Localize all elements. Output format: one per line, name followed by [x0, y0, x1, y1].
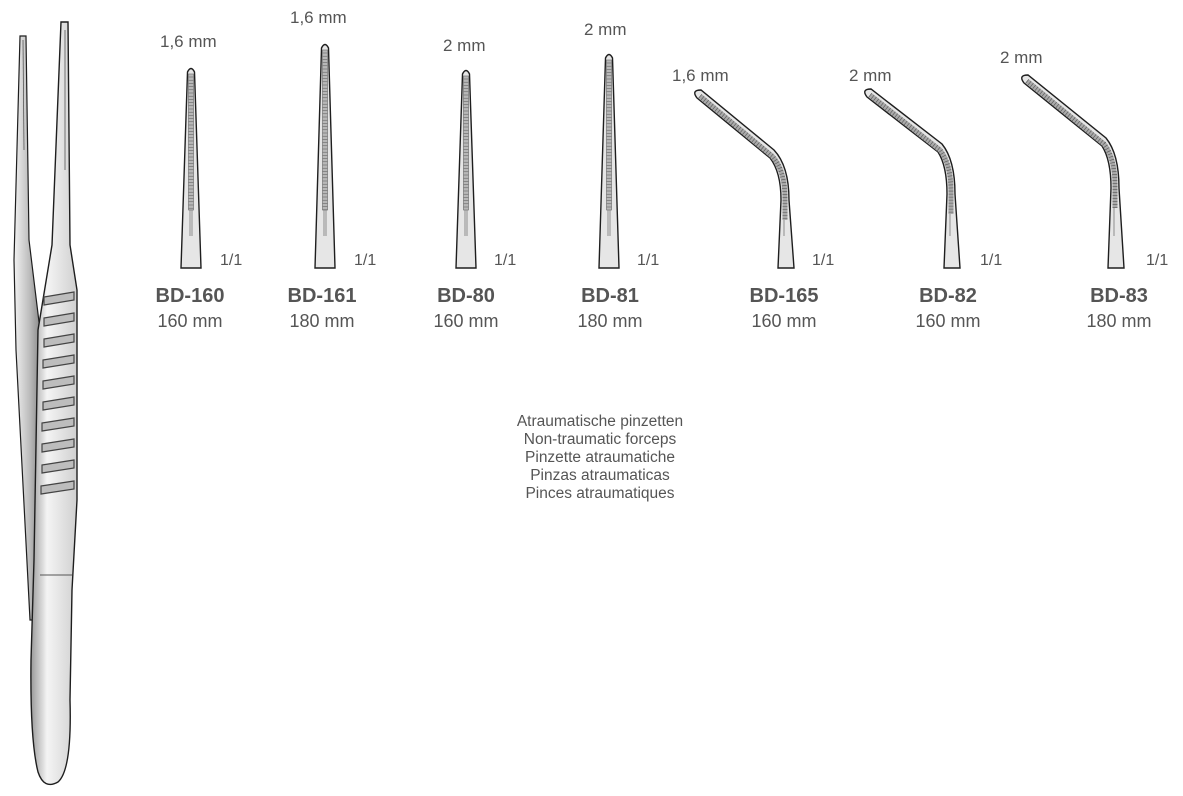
- scale-label: 1/1: [980, 252, 1003, 269]
- description-line-fr: Pinces atraumatiques: [525, 485, 675, 502]
- tip-drawing-bd-81: [598, 53, 620, 269]
- product-length: 180 mm: [577, 311, 643, 331]
- product-code: BD-160: [155, 285, 225, 307]
- product-code: BD-81: [581, 285, 639, 307]
- description-line-es: Pinzas atraumaticas: [530, 467, 670, 484]
- scale-label: 1/1: [494, 252, 517, 269]
- tip-width-label: 2 mm: [849, 66, 892, 85]
- scale-label: 1/1: [1146, 252, 1169, 269]
- description-line-nl: Atraumatische pinzetten: [516, 413, 684, 430]
- scale-label: 1/1: [637, 252, 660, 269]
- product-code: BD-165: [749, 285, 819, 307]
- tip-width-label: 2 mm: [584, 20, 627, 39]
- scale-label: 1/1: [354, 252, 377, 269]
- tip-width-label: 2 mm: [1000, 48, 1043, 67]
- product-length: 160 mm: [433, 311, 499, 331]
- tip-width-label: 1,6 mm: [290, 8, 347, 27]
- product-length: 160 mm: [915, 311, 981, 331]
- tip-width-label: 1,6 mm: [160, 32, 217, 51]
- product-length: 160 mm: [751, 311, 817, 331]
- tip-drawing-bd-161: [314, 43, 336, 269]
- grip-serrations-icon: [40, 291, 75, 495]
- product-code: BD-82: [919, 285, 977, 307]
- tip-width-label: 2 mm: [443, 36, 486, 55]
- instrument-tips-drawing: [180, 43, 1125, 269]
- product-description: Atraumatische pinzetten Non-traumatic fo…: [450, 413, 750, 503]
- forceps-overview-illustration: [13, 21, 78, 786]
- tip-drawing-bd-83: [1021, 74, 1125, 269]
- product-length: 180 mm: [1086, 311, 1152, 331]
- scale-label: 1/1: [220, 252, 243, 269]
- tip-drawing-bd-80: [455, 69, 477, 269]
- product-length: 180 mm: [289, 311, 355, 331]
- description-line-en: Non-traumatic forceps: [523, 431, 677, 448]
- product-code: BD-83: [1090, 285, 1148, 307]
- product-code: BD-161: [287, 285, 357, 307]
- tip-drawing-bd-165: [694, 89, 795, 269]
- tip-drawing-bd-160: [180, 67, 202, 269]
- scale-label: 1/1: [812, 252, 835, 269]
- tip-width-label: 1,6 mm: [672, 66, 729, 85]
- product-code: BD-80: [437, 285, 495, 307]
- tip-drawing-bd-82: [864, 88, 961, 269]
- product-length: 160 mm: [157, 311, 223, 331]
- description-line-it: Pinzette atraumatiche: [525, 449, 675, 466]
